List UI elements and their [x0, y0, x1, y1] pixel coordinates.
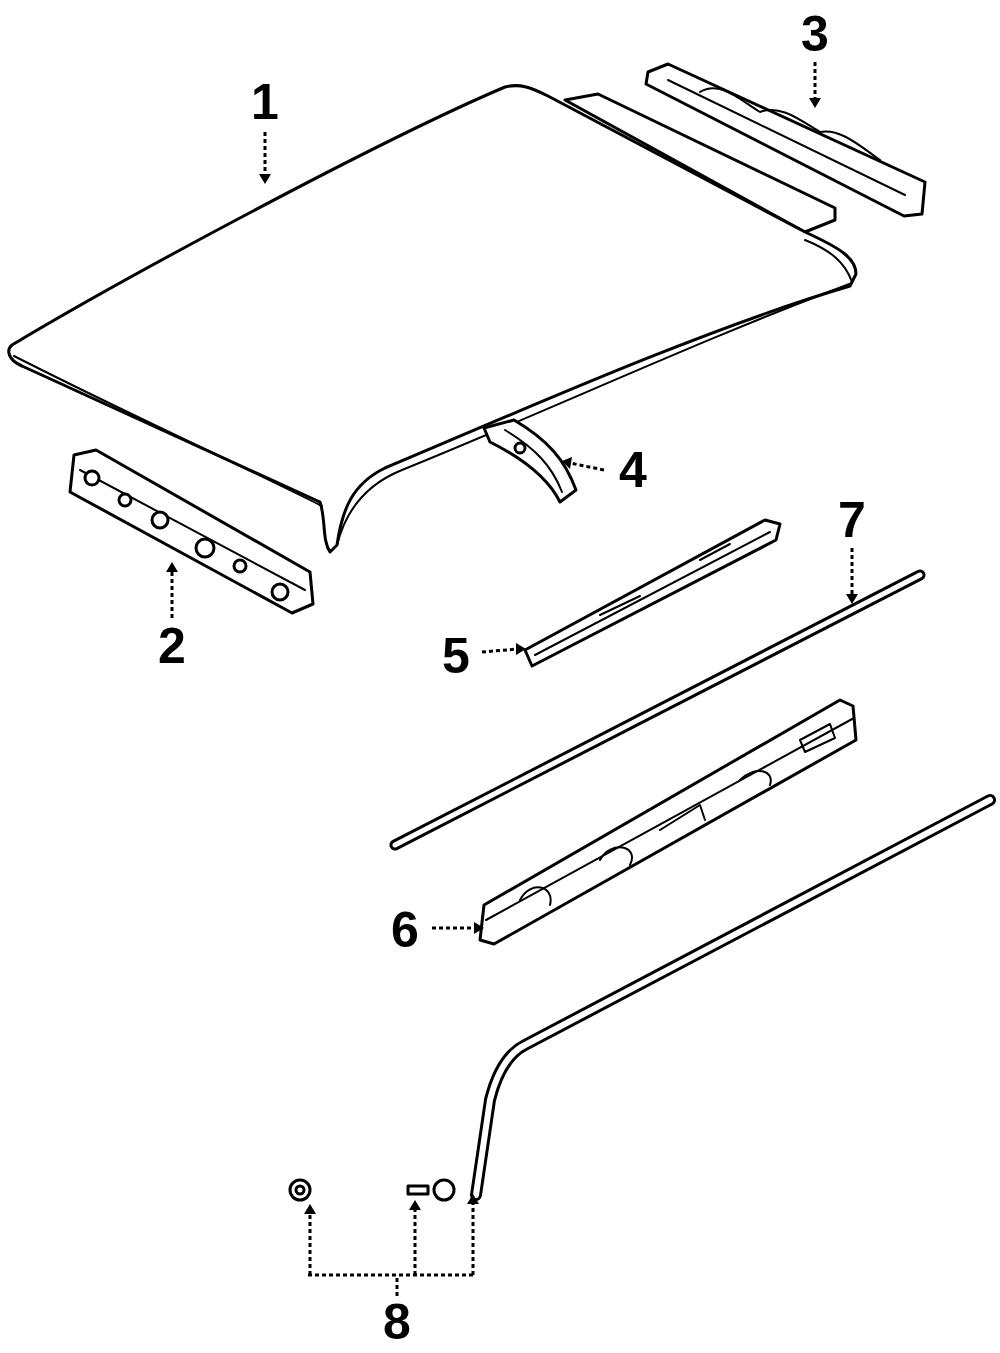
callout-number: 7 [836, 495, 868, 545]
callout-number: 6 [389, 905, 421, 955]
callout-number: 2 [156, 621, 188, 671]
callout-number: 1 [249, 77, 281, 127]
roof-rail-inner [525, 520, 780, 666]
front-header [70, 450, 313, 613]
leader-lines [172, 62, 852, 1296]
callout-number: 3 [799, 9, 831, 59]
weatherstrip [476, 800, 990, 1195]
clips [290, 1180, 454, 1200]
callout-number: 8 [381, 1297, 413, 1347]
callout-number: 5 [440, 631, 472, 681]
leader-heads [166, 98, 858, 1214]
roof-rail-outer [480, 700, 856, 944]
callout-number: 4 [617, 445, 649, 495]
roof-bow [484, 420, 576, 502]
